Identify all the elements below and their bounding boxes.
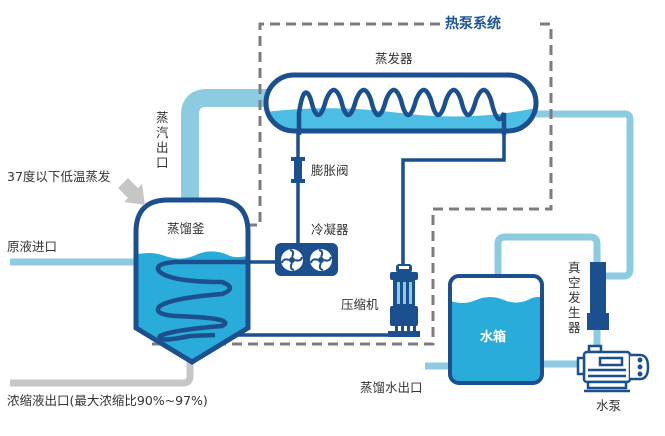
steam-outlet-char: 汽	[156, 125, 169, 140]
vacuum-generator-char: 生	[568, 305, 581, 320]
refrigerant-lines	[215, 131, 506, 337]
arrow-icon	[118, 178, 145, 205]
concentrate-outlet-label: 浓缩液出口(最大浓缩比90%~97%)	[7, 393, 208, 408]
still	[133, 197, 251, 365]
tank-to-vacuum-pipe	[494, 233, 601, 276]
heat-pump-system-title: 热泵系统	[445, 15, 501, 32]
steam-outlet-char: 口	[156, 155, 169, 170]
expansion-valve-icon	[291, 157, 305, 183]
distilled-water-outlet-label: 蒸馏水出口	[360, 380, 423, 395]
vacuum-generator-char: 空	[568, 275, 581, 290]
still-label: 蒸馏釜	[167, 221, 205, 236]
water-pump-icon	[576, 344, 650, 393]
steam-outlet-char: 出	[156, 140, 169, 155]
vacuum-generator-label: 真 空 发 生 器	[568, 260, 585, 335]
vacuum-generator-icon	[587, 262, 609, 330]
steam-outlet-char: 蒸	[156, 110, 169, 125]
water-pump-label: 水泵	[596, 398, 621, 413]
evaporator-label: 蒸发器	[375, 51, 413, 66]
low-temp-evaporation-label: 37度以下低温蒸发	[7, 169, 111, 184]
compressor-icon	[388, 264, 420, 337]
water-tank	[448, 274, 544, 385]
steam-outlet-label: 蒸 汽 出 口	[156, 110, 173, 170]
evaporator	[263, 72, 539, 135]
compressor-label: 压缩机	[341, 297, 379, 312]
fan-icon	[281, 249, 303, 271]
heat-pump-system-boundary	[150, 22, 553, 346]
condenser-icon	[275, 243, 338, 276]
still-coil	[155, 259, 248, 342]
concentrate-outlet-pipe	[10, 360, 194, 387]
steam-outlet-pipe	[181, 89, 272, 200]
vacuum-generator-char: 真	[568, 260, 581, 275]
evaporator-to-vacuum-pipe	[536, 110, 634, 280]
condenser-label: 冷凝器	[311, 222, 349, 237]
expansion-valve-label: 膨胀阀	[311, 163, 349, 178]
raw-liquid-inlet-label: 原液进口	[7, 239, 57, 254]
water-tank-label: 水箱	[480, 329, 506, 345]
vacuum-generator-char: 器	[568, 320, 581, 335]
fan-icon	[310, 249, 332, 271]
evaporator-coil	[296, 87, 507, 135]
vacuum-generator-char: 发	[568, 290, 581, 305]
